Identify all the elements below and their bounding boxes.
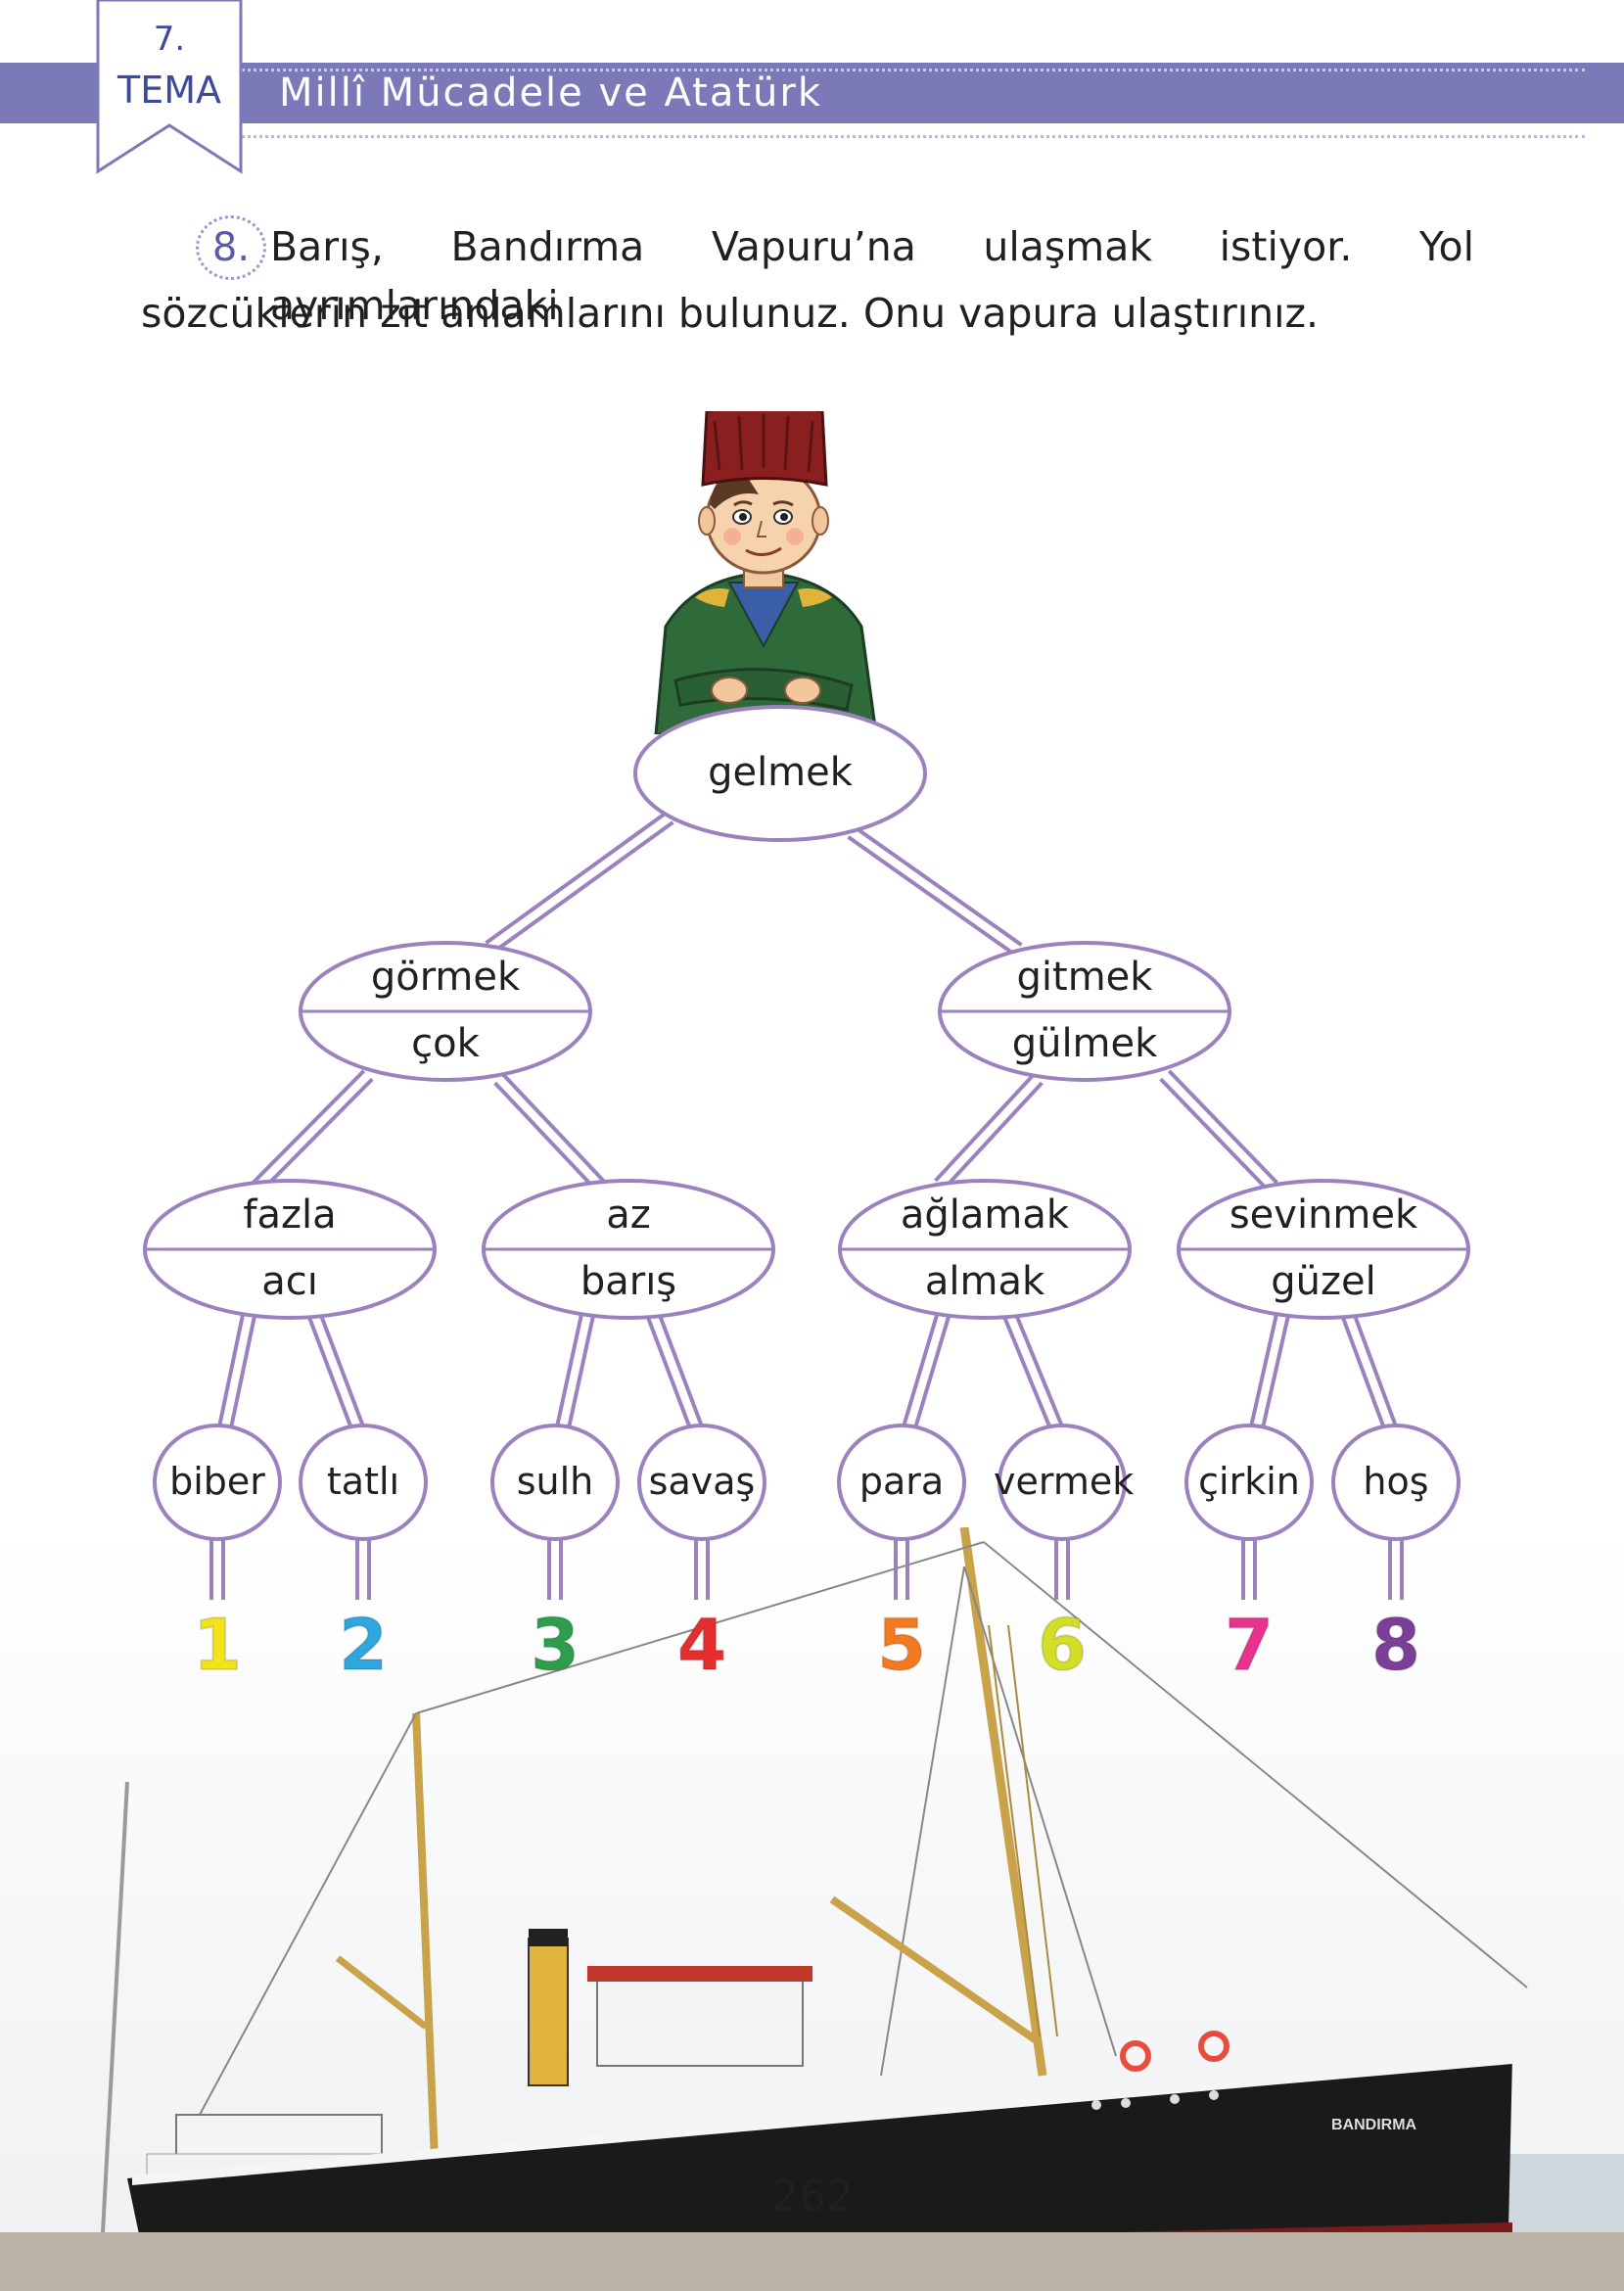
tree-branch: [1337, 1307, 1387, 1430]
node-label-top: görmek: [370, 955, 521, 1000]
theme-label: TEMA: [116, 69, 221, 112]
question-text: Barış, Bandırma Vapuru’na ulaşmak istiyo…: [270, 223, 1474, 329]
node-leaf: [299, 1424, 428, 1541]
node-leaf: [1184, 1424, 1314, 1541]
node-label-top: sevinmek: [1229, 1192, 1418, 1238]
tree-branch: [256, 1077, 374, 1195]
node-root: [633, 705, 927, 842]
tree-branch: [249, 1069, 366, 1188]
header-dotted-line: [235, 135, 1585, 138]
node-label-bottom: almak: [924, 1259, 1045, 1304]
node-leaf: [637, 1424, 766, 1541]
path-number: 6: [1037, 1604, 1088, 1686]
tree-branch: [934, 1073, 1036, 1183]
tree-branch: [902, 1303, 943, 1426]
leaf-word: vermek: [994, 1460, 1135, 1503]
path-number: 3: [530, 1604, 580, 1686]
bandirma-ship-illustration: BANDIRMA: [0, 1527, 1624, 2291]
path-number: 1: [192, 1604, 243, 1686]
tree-branch: [1348, 1303, 1398, 1426]
tree-branch: [566, 1306, 597, 1429]
tree-branch: [1260, 1306, 1292, 1429]
node-leaf: [1331, 1424, 1461, 1541]
tree-branch: [1159, 1077, 1271, 1192]
page-number: 262: [771, 2172, 854, 2221]
header-band: [0, 63, 1624, 123]
node-leaf: [837, 1424, 966, 1541]
tree-branch: [1009, 1302, 1064, 1426]
tree-branch: [303, 1307, 354, 1430]
node-leaf: [998, 1424, 1127, 1541]
tree-branch: [998, 1307, 1053, 1431]
path-number: 8: [1370, 1604, 1421, 1686]
node-leaf: [153, 1424, 282, 1541]
path-number: 2: [338, 1604, 389, 1686]
tree-branch: [228, 1306, 258, 1429]
path-number: 7: [1224, 1604, 1275, 1686]
header-dotted-line: [235, 69, 1585, 71]
node-label-bottom: güzel: [1271, 1259, 1376, 1304]
leaf-word: para: [858, 1460, 945, 1503]
node-label-bottom: barış: [580, 1259, 677, 1304]
node-label-top: ağlamak: [900, 1192, 1070, 1238]
tree-branch: [555, 1304, 586, 1427]
tree-branch: [642, 1307, 693, 1430]
tree-branch: [1167, 1069, 1278, 1185]
leaf-word: çirkin: [1198, 1460, 1300, 1503]
header-title: Millî Mücadele ve Atatürk: [279, 70, 822, 116]
theme-ribbon: 7. TEMA: [96, 0, 243, 174]
tree-branch: [491, 820, 674, 955]
tree-branch: [485, 811, 668, 945]
path-number: 5: [876, 1604, 927, 1686]
ship-name: BANDIRMA: [1331, 2117, 1417, 2133]
tree-branch: [942, 1081, 1044, 1191]
node-label-bottom: gülmek: [1011, 1021, 1158, 1066]
tree-branch: [847, 835, 1016, 957]
leaf-word: savaş: [648, 1460, 756, 1503]
leaf-word: tatlı: [326, 1460, 400, 1503]
node-label-bottom: acı: [261, 1259, 318, 1304]
tree-branch: [314, 1303, 365, 1426]
question-text: sözcüklerin zıt anlamlarını bulunuz. Onu…: [141, 290, 1320, 337]
boy-soldier-illustration: [654, 411, 878, 734]
tree-branch: [493, 1081, 597, 1191]
path-number: 4: [676, 1604, 727, 1686]
tree-branch: [217, 1304, 248, 1427]
leaf-word: hoş: [1363, 1460, 1429, 1503]
node-label-top: az: [606, 1192, 651, 1238]
node-root-label: gelmek: [708, 750, 853, 795]
leaf-word: biber: [169, 1460, 265, 1503]
theme-number: 7.: [153, 20, 186, 59]
tree-branch: [912, 1307, 953, 1430]
node-label-top: fazla: [243, 1192, 337, 1238]
leaf-word: sulh: [516, 1460, 594, 1503]
tree-branch: [1249, 1304, 1281, 1427]
node-label-top: gitmek: [1016, 955, 1153, 1000]
question-number: 8.: [196, 215, 266, 280]
node-label-bottom: çok: [411, 1021, 480, 1066]
tree-branch: [501, 1073, 605, 1183]
node-leaf: [490, 1424, 620, 1541]
tree-branch: [653, 1303, 704, 1426]
tree-branch: [854, 825, 1023, 947]
